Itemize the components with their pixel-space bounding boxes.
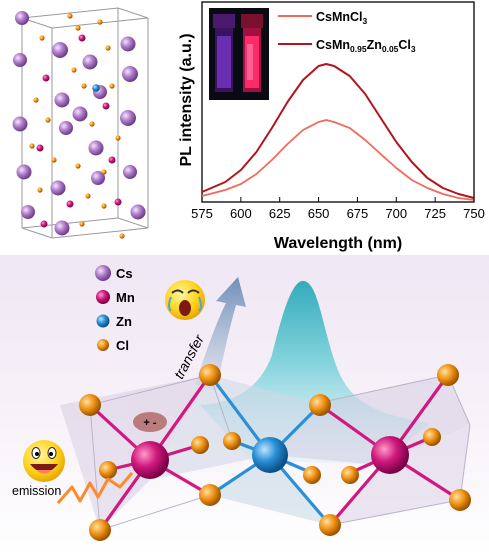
zn-atom-center (252, 437, 288, 473)
transfer-arrow (195, 277, 246, 391)
happy-face-icon (23, 440, 65, 482)
energy-transfer-illustration: + - transfer emission C (12, 265, 471, 541)
exciton-charge-badge: + - (133, 412, 167, 432)
mn-atom-right (371, 436, 409, 474)
x-tick-label: 650 (308, 206, 330, 221)
svg-text:+ -: + - (143, 417, 156, 429)
zn-atom-cell (92, 84, 100, 92)
sad-face-icon (165, 280, 205, 320)
x-tick-label: 625 (269, 206, 291, 221)
x-tick-label: 675 (347, 206, 369, 221)
y-axis-label: PL intensity (a.u.) (178, 33, 195, 166)
legend-cl-marker (97, 339, 109, 351)
legend: CsMnCl3 CsMn0.95Zn0.05Cl3 (278, 10, 416, 54)
legend-zn-label: Zn (116, 314, 132, 329)
emission-squiggle (56, 472, 134, 504)
x-tick-label: 725 (424, 206, 446, 221)
series-line-2 (201, 63, 475, 199)
x-tick-label: 750 (463, 206, 485, 221)
x-tick-label: 700 (385, 206, 407, 221)
series-line-1 (201, 119, 475, 201)
atom-legend: Cs Mn Zn Cl (95, 265, 135, 353)
x-tick-label: 575 (191, 206, 213, 221)
legend-cs-label: Cs (116, 266, 133, 281)
cl-atoms-cell (29, 13, 125, 239)
x-tick-label: 600 (230, 206, 252, 221)
legend-cl-label: Cl (116, 338, 129, 353)
legend-mn-marker (96, 290, 110, 304)
legend-mn-label: Mn (116, 290, 135, 305)
mn-atom-left (131, 441, 169, 479)
cl-atoms (79, 364, 471, 541)
cs-atoms-cell (12, 11, 146, 236)
unit-cell-diagram (12, 7, 149, 239)
top-panel: CsMnCl3 CsMn0.95Zn0.05Cl3 575 600 625 650 67… (0, 0, 489, 255)
legend-zn-marker (96, 314, 110, 328)
emission-label: emission (12, 484, 61, 498)
x-axis-label: Wavelength (nm) (274, 235, 402, 252)
vial-photo-inset (209, 8, 269, 100)
legend-cs-marker (95, 265, 111, 281)
octahedra-edges (89, 374, 471, 531)
legend-label-2: CsMn0.95Zn0.05Cl3 (316, 38, 416, 54)
legend-label-1: CsMnCl3 (316, 10, 368, 26)
pl-spectrum-chart: CsMnCl3 CsMn0.95Zn0.05Cl3 575 600 625 650 67… (178, 1, 485, 252)
mn-atoms-cell (36, 34, 122, 228)
bottom-panel: + - transfer emission C (0, 255, 489, 559)
